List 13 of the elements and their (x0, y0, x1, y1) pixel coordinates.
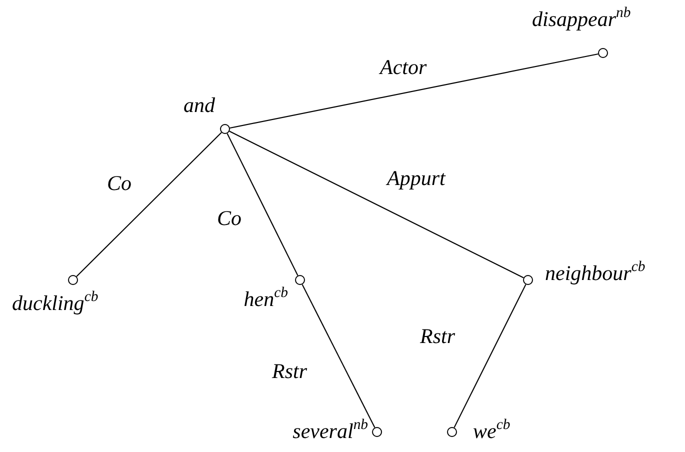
tree-edge (230, 53, 598, 129)
tree-edge (302, 284, 376, 428)
node-label: and (184, 94, 215, 118)
node-label: we$^{cb}$ (473, 420, 510, 444)
node-label: duckling$^{cb}$ (12, 292, 98, 316)
node-label: several$^{nb}$ (292, 420, 368, 444)
tree-edge (454, 284, 526, 428)
node-label: hen$^{cb}$ (244, 288, 288, 312)
tree-edge (226, 133, 298, 276)
tree-edge (229, 130, 524, 278)
node-label: neighbour$^{cb}$ (545, 262, 646, 286)
tree-edge (76, 132, 222, 277)
node-label: disappear$^{nb}$ (532, 8, 631, 32)
